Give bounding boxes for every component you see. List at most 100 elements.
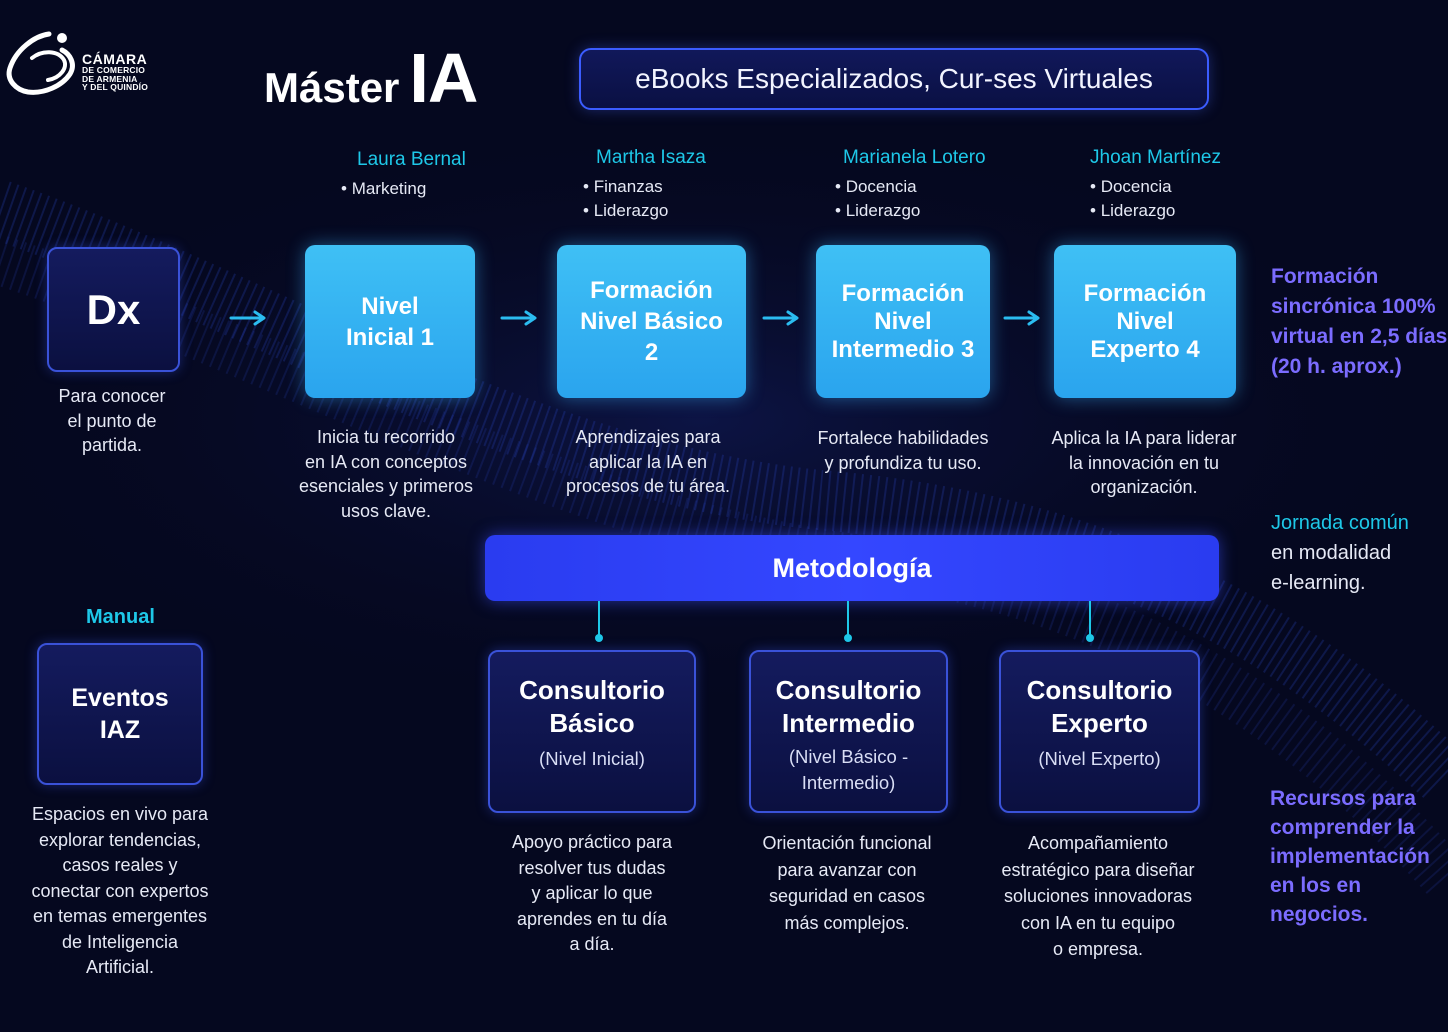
level-title-line: Nivel Básico <box>580 308 723 335</box>
level-title-line: Formación <box>1083 279 1207 307</box>
desc-line: Artificial. <box>85 957 154 977</box>
desc-line: la innovación en tu <box>1068 452 1220 473</box>
instructor-name-3: Marianela Lotero <box>843 147 986 168</box>
desc-line: soluciones innovadoras <box>1003 886 1193 906</box>
side-note-line: Recursos para <box>1270 787 1416 810</box>
desc-line: estratégico para diseñar <box>1001 859 1195 880</box>
side-note-line: (20 h. aprox.) <box>1271 355 1402 378</box>
topic-item: • Docencia <box>1090 177 1172 196</box>
consult-title-line: Intermedio <box>782 708 915 738</box>
side-note-line: comprender la <box>1270 816 1415 839</box>
topic-item: • Liderazgo <box>583 201 669 220</box>
topic-item: • Marketing <box>341 179 427 198</box>
desc-line: Aprendizajes para <box>575 427 721 447</box>
desc-line: Aplica la IA para liderar <box>1051 428 1237 448</box>
events-title-line: IAZ <box>99 716 141 744</box>
desc-line: usos clave. <box>340 500 432 521</box>
level-title-line: Nivel <box>361 292 419 320</box>
topic-item: • Docencia <box>835 177 917 196</box>
desc-line: explorar tendencias, <box>38 829 202 850</box>
ebooks-banner: eBooks Especializados, Cur-ses Virtuales <box>579 48 1209 110</box>
desc-line: conectar con expertos <box>31 880 209 901</box>
arrow-right-icon <box>762 310 799 326</box>
instructor-topics-3: • Docencia • Liderazgo <box>835 175 920 223</box>
desc-line: organización. <box>1090 477 1198 497</box>
side-note-highlight: Jornada común <box>1271 512 1409 534</box>
level-title-line: Formación <box>590 277 713 304</box>
desc-line: en temas emergentes <box>32 906 208 926</box>
arrow-right-icon <box>500 310 537 326</box>
level-description-1: Inicia tu recorrido en IA con conceptos … <box>286 425 486 523</box>
desc-line: casos reales y <box>62 855 178 875</box>
side-note-line: Formación <box>1271 265 1379 288</box>
consult-title-line: Consultorio <box>1026 675 1173 705</box>
side-note-line: sincrónica 100% <box>1271 295 1436 318</box>
consult-title-line: Experto <box>1051 708 1148 738</box>
connector-dot <box>1086 634 1094 642</box>
level-box-basico-2: Formación Nivel Básico 2 <box>557 245 746 398</box>
desc-line: y profundiza tu uso. <box>824 452 982 473</box>
level-description-3: Fortalece habilidades y profundiza tu us… <box>800 426 1006 475</box>
connector-dot <box>844 634 852 642</box>
instructor-topics-2: • Finanzas • Liderazgo <box>583 175 668 223</box>
arrow-right-icon <box>229 310 266 326</box>
desc-line: esenciales y primeros <box>298 476 474 496</box>
events-tag: Manual <box>86 606 155 628</box>
consultorio-experto-box: Consultorio Experto (Nivel Experto) <box>999 650 1200 813</box>
level-description-4: Aplica la IA para liderar la innovación … <box>1040 426 1248 500</box>
desc-line: con IA en tu equipo <box>1020 912 1176 933</box>
consult-title-line: Básico <box>549 708 635 738</box>
topic-item: • Liderazgo <box>835 201 921 220</box>
consult-title-line: Consultorio <box>775 675 922 705</box>
consult-title-line: Consultorio <box>519 675 665 705</box>
connector-line <box>598 601 600 637</box>
side-note-recursos: Recursos para comprender la implementaci… <box>1270 784 1448 929</box>
desc-line: partida. <box>81 435 143 455</box>
level-title-line: Nivel <box>1116 307 1174 335</box>
diagnostic-box: Dx <box>47 247 180 372</box>
connector-dot <box>595 634 603 642</box>
level-title-line: Formación <box>841 279 965 307</box>
desc-line: Acompañamiento <box>1027 833 1169 853</box>
side-note-jornada: Jornada común en modalidad e-learning. <box>1271 508 1409 598</box>
events-title-line: Eventos <box>71 684 169 712</box>
consultorio-basico-description: Apoyo práctico para resolver tus dudas y… <box>488 830 696 958</box>
consultorio-basico-box: Consultorio Básico (Nivel Inicial) <box>488 650 696 813</box>
consult-subtitle-line: (Nivel Básico - <box>788 746 909 767</box>
instructor-name-1: Laura Bernal <box>357 149 466 170</box>
desc-line: Para conocer <box>58 386 166 406</box>
level-box-inicial-1: Nivel Inicial 1 <box>305 245 475 398</box>
logo-line-1: CÁMARA <box>82 51 148 67</box>
instructor-name-2: Martha Isaza <box>596 147 706 168</box>
level-box-experto-4: Formación Nivel Experto 4 <box>1054 245 1236 398</box>
side-note-line: virtual en 2,5 días <box>1271 325 1448 348</box>
desc-line: Apoyo práctico para <box>511 832 673 852</box>
instructor-topics-1: • Marketing <box>341 177 426 201</box>
desc-line: el punto de <box>67 410 157 431</box>
side-note-line: implementación <box>1270 845 1430 868</box>
desc-line: a día. <box>569 934 615 954</box>
level-title-line: 2 <box>644 339 659 366</box>
desc-line: más complejos. <box>784 912 910 933</box>
consult-subtitle: (Nivel Básico - Intermedio) <box>751 744 946 796</box>
consultorio-intermedio-box: Consultorio Intermedio (Nivel Básico - I… <box>749 650 948 813</box>
desc-line: o empresa. <box>1052 939 1144 959</box>
desc-line: resolver tus dudas <box>518 857 666 878</box>
consult-subtitle-line: Intermedio) <box>801 772 896 793</box>
camara-comercio-logo <box>6 31 75 95</box>
desc-line: Inicia tu recorrido <box>316 427 456 447</box>
instructor-topics-4: • Docencia • Liderazgo <box>1090 175 1175 223</box>
level-title-line: Nivel <box>874 307 932 335</box>
events-box: Eventos IAZ <box>37 643 203 785</box>
logo-wordmark: CÁMARA DE COMERCIO DE ARMENIA Y DEL QUIN… <box>82 52 148 92</box>
side-note-formacion: Formación sincrónica 100% virtual en 2,5… <box>1271 262 1447 382</box>
desc-line: Fortalece habilidades <box>817 428 989 448</box>
level-title-line: Experto 4 <box>1090 335 1200 363</box>
connector-line <box>847 601 849 637</box>
desc-line: seguridad en casos <box>768 886 926 906</box>
desc-line: aprendes en tu día <box>516 908 668 929</box>
desc-line: para avanzar con <box>777 859 917 880</box>
events-description: Espacios en vivo para explorar tendencia… <box>18 802 222 981</box>
desc-line: y aplicar lo que <box>531 883 653 903</box>
